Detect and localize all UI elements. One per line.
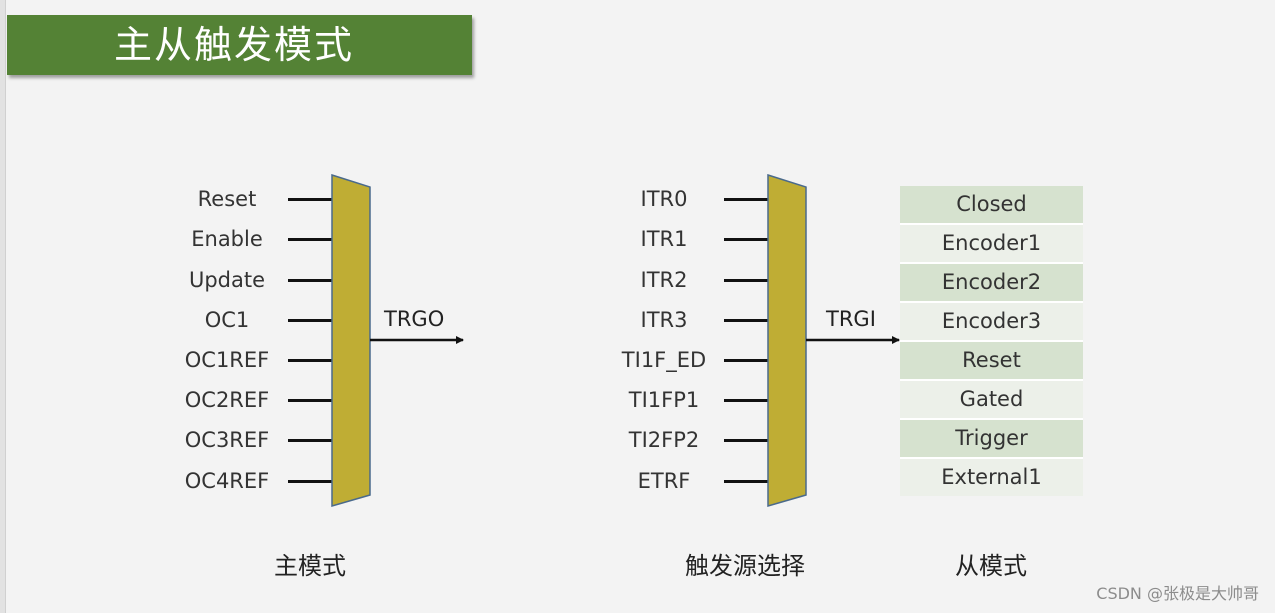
master-input-line bbox=[288, 399, 332, 402]
trigger-input-line bbox=[724, 439, 768, 442]
trigger-input-line bbox=[724, 238, 768, 241]
trigger-input-label: TI1F_ED bbox=[621, 348, 707, 372]
master-input-line bbox=[288, 279, 332, 282]
master-mux-block bbox=[331, 173, 371, 507]
trigger-input-line bbox=[724, 198, 768, 201]
trigger-mux-block bbox=[767, 173, 807, 507]
page-title: 主从触发模式 bbox=[114, 23, 355, 67]
master-input-line bbox=[288, 480, 332, 483]
title-banner: 主从触发模式 bbox=[7, 15, 472, 75]
master-input-label: OC1 bbox=[204, 308, 250, 332]
slave-mode-row: Closed bbox=[900, 186, 1083, 225]
slave-mode-row: Reset bbox=[900, 342, 1083, 381]
trigger-input-line bbox=[724, 279, 768, 282]
trigger-input-line bbox=[724, 399, 768, 402]
trgi-label: TRGI bbox=[826, 307, 876, 331]
master-input-label: OC3REF bbox=[184, 428, 270, 452]
slave-mode-row: Encoder1 bbox=[900, 225, 1083, 264]
master-input-label: Enable bbox=[191, 227, 263, 251]
trigger-input-label: ITR2 bbox=[640, 268, 688, 292]
master-input-label: OC2REF bbox=[184, 388, 270, 412]
watermark: CSDN @张极是大帅哥 bbox=[1096, 584, 1259, 603]
master-input-label: OC4REF bbox=[184, 469, 270, 493]
slave-mode-row: External1 bbox=[900, 459, 1083, 496]
master-input-line bbox=[288, 359, 332, 362]
master-input-label: OC1REF bbox=[184, 348, 270, 372]
trgo-label: TRGO bbox=[384, 307, 445, 331]
slave-mode-row: Encoder2 bbox=[900, 264, 1083, 303]
slave-mode-row: Gated bbox=[900, 381, 1083, 420]
trigger-input-label: ITR3 bbox=[640, 308, 688, 332]
slave-mode-row: Trigger bbox=[900, 420, 1083, 459]
master-input-line bbox=[288, 439, 332, 442]
trigger-input-label: TI1FP1 bbox=[628, 388, 700, 412]
trigger-input-label: ETRF bbox=[637, 469, 691, 493]
master-input-label: Reset bbox=[197, 187, 257, 211]
trigger-input-line bbox=[724, 359, 768, 362]
slide-left-edge bbox=[0, 0, 6, 613]
master-input-line bbox=[288, 198, 332, 201]
trigger-input-line bbox=[724, 480, 768, 483]
slave-mode-row: Encoder3 bbox=[900, 303, 1083, 342]
trigger-input-line bbox=[724, 319, 768, 322]
trigger-select-caption: 触发源选择 bbox=[685, 552, 805, 580]
master-caption: 主模式 bbox=[274, 552, 346, 580]
master-input-line bbox=[288, 319, 332, 322]
trigger-input-label: ITR1 bbox=[640, 227, 688, 251]
master-input-line bbox=[288, 238, 332, 241]
master-input-label: Update bbox=[188, 268, 266, 292]
slave-caption: 从模式 bbox=[955, 552, 1027, 580]
slave-mode-table: Closed Encoder1 Encoder2 Encoder3 Reset … bbox=[900, 186, 1083, 496]
trigger-input-label: ITR0 bbox=[640, 187, 688, 211]
trigger-input-label: TI2FP2 bbox=[628, 428, 700, 452]
